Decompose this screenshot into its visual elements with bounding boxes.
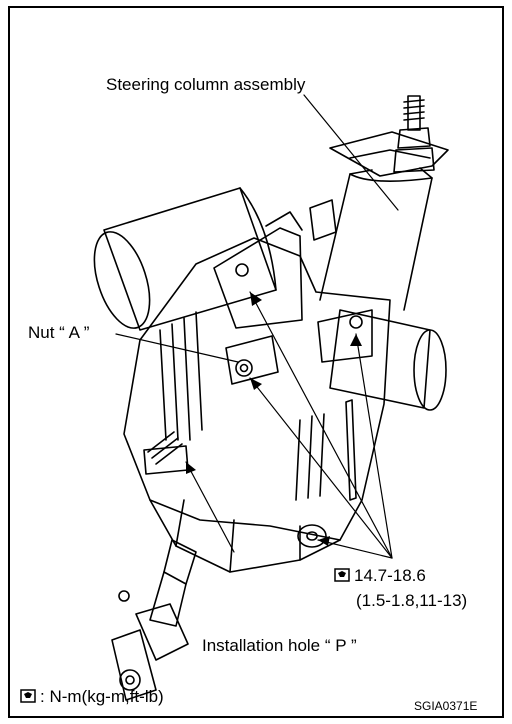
installation-screw [143, 431, 189, 475]
arrow-heads [186, 292, 362, 546]
installation-hole-label: Installation hole “ P ” [202, 636, 357, 655]
upper-shaft [393, 95, 435, 173]
leader-lines [115, 94, 399, 553]
right-cylinder [329, 309, 447, 411]
column-tube [319, 167, 433, 311]
legend: : N-m(kg-m,ft-lb) [20, 688, 164, 707]
lower-bolt [297, 524, 327, 548]
lower-shaft [111, 539, 197, 701]
housing-ribs [159, 311, 357, 501]
legend-units: : N-m(kg-m,ft-lb) [40, 687, 164, 706]
torque-value-label: 14.7-18.6 [334, 567, 426, 586]
upper-clamp [213, 199, 373, 363]
torque-wrench-icon [20, 688, 36, 707]
torque-alt-units: (1.5-1.8,11-13) [356, 591, 468, 610]
figure-frame [8, 6, 504, 718]
figure-code: SGIA0371E [414, 699, 478, 713]
torque-arrows [249, 291, 393, 559]
main-housing [123, 237, 391, 573]
flange [329, 131, 449, 177]
motor-cylinder [93, 187, 277, 331]
torque-value: 14.7-18.6 [354, 566, 426, 585]
nut-bracket [225, 335, 279, 385]
steering-column-assembly-label: Steering column assembly [106, 75, 306, 94]
torque-wrench-icon [334, 567, 350, 586]
nut-a-label: Nut “ A ” [28, 323, 90, 342]
